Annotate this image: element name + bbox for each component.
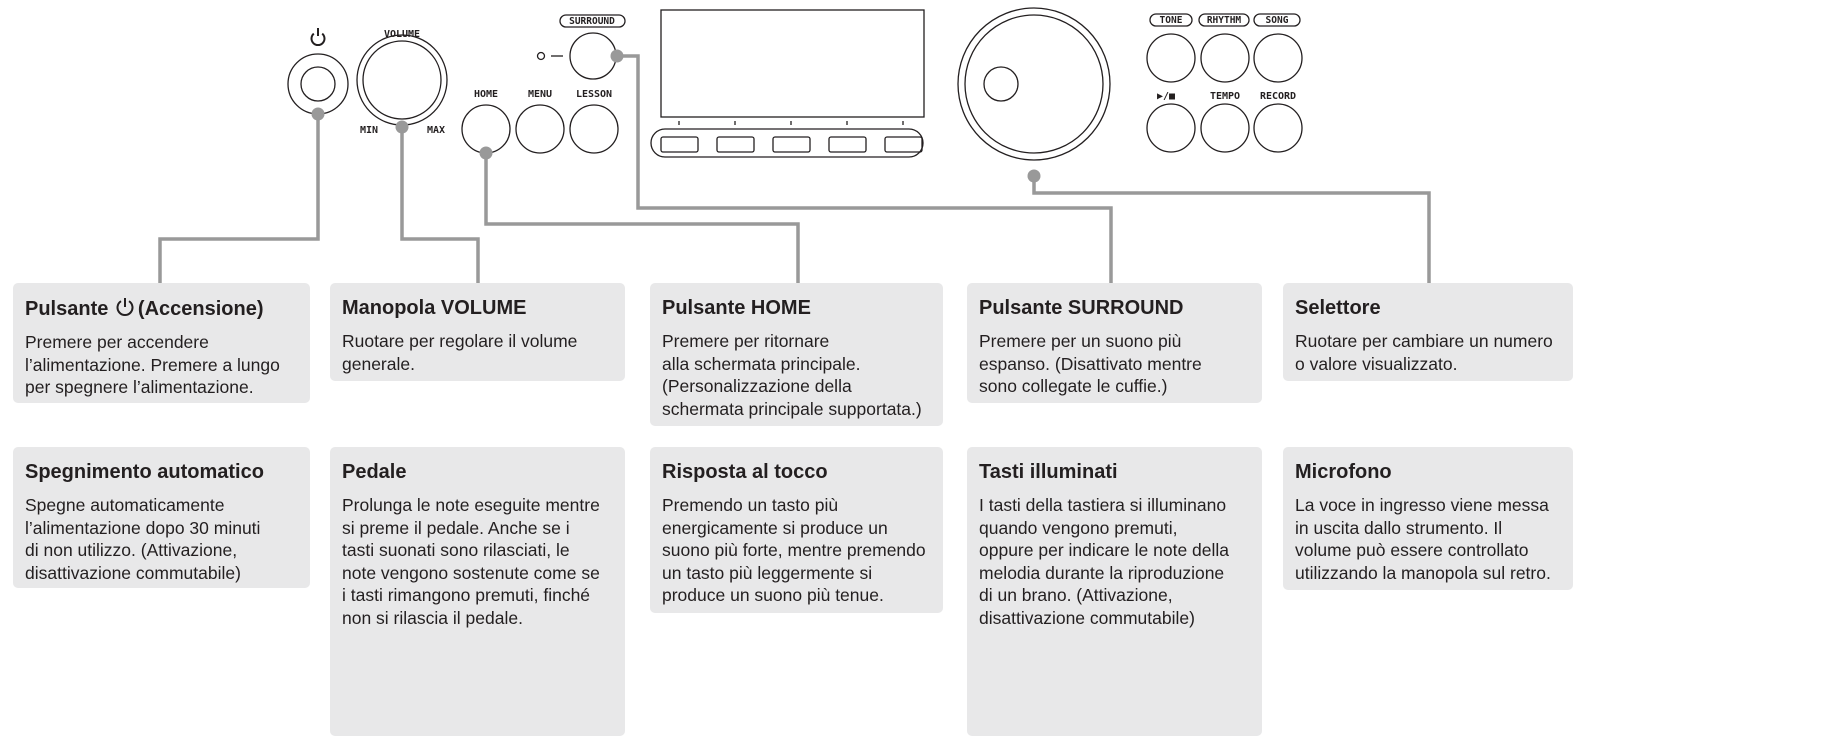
- tone-label: TONE: [1160, 15, 1183, 26]
- callout-dot-volume: [395, 120, 409, 134]
- power-icon: [310, 28, 326, 46]
- control-panel: VOLUME MIN MAX SURROUND HOME MENU LESSON…: [158, 7, 1431, 283]
- card-text: Spegne automaticamente l’alimentazione d…: [25, 495, 261, 583]
- card-text: Ruotare per cambiare un numero o valore …: [1295, 331, 1553, 374]
- callout-dot-home: [479, 146, 493, 160]
- home-button[interactable]: [461, 104, 511, 154]
- card-volume-knob: Manopola VOLUME Ruotare per regolare il …: [330, 283, 625, 381]
- function-button-3[interactable]: [772, 136, 811, 153]
- card-text: Premendo un tasto più energicamente si p…: [662, 495, 926, 606]
- play-stop-button[interactable]: [1146, 103, 1196, 153]
- callout-dot-dial: [1027, 169, 1041, 183]
- tone-button[interactable]: [1146, 33, 1196, 83]
- lesson-label: LESSON: [576, 89, 612, 100]
- power-button[interactable]: [287, 53, 349, 115]
- volume-label: VOLUME: [384, 29, 420, 40]
- card-text: Premere per un suono più espanso. (Disat…: [979, 331, 1202, 397]
- volume-knob[interactable]: [356, 34, 448, 126]
- card-title: Microfono: [1295, 461, 1392, 483]
- play-stop-label: ▶/■: [1157, 91, 1175, 102]
- home-label: HOME: [474, 89, 498, 100]
- surround-indicator-led: [536, 51, 546, 61]
- callout-line-dial: [1032, 176, 1431, 283]
- card-text: La voce in ingresso viene messa in uscit…: [1295, 495, 1551, 583]
- callout-line-home: [484, 153, 800, 283]
- surround-label: SURROUND: [569, 16, 615, 27]
- callout-line-surround: [617, 54, 1113, 283]
- function-button-2[interactable]: [716, 136, 755, 153]
- function-button-1[interactable]: [660, 136, 699, 153]
- callout-dot-power: [311, 107, 325, 121]
- dial-finger-dimple: [983, 66, 1019, 102]
- card-text: Premere per ritornare alla schermata pri…: [662, 331, 922, 419]
- card-microphone: Microfono La voce in ingresso viene mess…: [1283, 447, 1573, 590]
- card-title: Tasti illuminati: [979, 461, 1118, 483]
- surround-button[interactable]: [569, 32, 617, 80]
- card-surround-button: Pulsante SURROUND Premere per un suono p…: [967, 283, 1262, 403]
- function-button-5[interactable]: [884, 136, 923, 153]
- card-touch-response: Risposta al tocco Premendo un tasto più …: [650, 447, 943, 613]
- song-label: SONG: [1266, 15, 1289, 26]
- card-title: Spegnimento automatico: [25, 461, 264, 483]
- volume-max-label: MAX: [427, 125, 445, 136]
- rhythm-label: RHYTHM: [1207, 15, 1242, 26]
- card-title: Risposta al tocco: [662, 461, 828, 483]
- lesson-button[interactable]: [569, 104, 619, 154]
- card-text: Premere per accendere l’alimentazione. P…: [25, 332, 280, 398]
- card-title: Pulsante (Accensione): [25, 298, 264, 320]
- callout-dot-surround: [610, 49, 624, 63]
- card-text: I tasti della tastiera si illuminano qua…: [979, 495, 1230, 628]
- function-button-4[interactable]: [828, 136, 867, 153]
- record-label: RECORD: [1260, 91, 1296, 102]
- dial-selector[interactable]: [957, 7, 1111, 161]
- rhythm-button[interactable]: [1200, 33, 1250, 83]
- display-screen: [660, 9, 925, 118]
- card-text: Ruotare per regolare il volume generale.: [342, 331, 578, 374]
- card-lighted-keys: Tasti illuminati I tasti della tastiera …: [967, 447, 1262, 736]
- callout-line-volume: [400, 127, 480, 283]
- card-home-button: Pulsante HOME Premere per ritornare alla…: [650, 283, 943, 426]
- power-icon: [116, 298, 134, 316]
- card-power-button: Pulsante (Accensione) Premere per accend…: [13, 283, 310, 403]
- card-pedal: Pedale Prolunga le note eseguite mentre …: [330, 447, 625, 736]
- record-button[interactable]: [1253, 103, 1303, 153]
- menu-button[interactable]: [515, 104, 565, 154]
- tempo-label: TEMPO: [1210, 91, 1240, 102]
- card-auto-power-off: Spegnimento automatico Spegne automatica…: [13, 447, 310, 588]
- card-title: Pedale: [342, 461, 407, 483]
- card-title: Pulsante HOME: [662, 297, 811, 319]
- card-title: Manopola VOLUME: [342, 297, 527, 319]
- volume-min-label: MIN: [360, 125, 378, 136]
- song-button[interactable]: [1253, 33, 1303, 83]
- card-title: Pulsante SURROUND: [979, 297, 1184, 319]
- card-text: Prolunga le note eseguite mentre si prem…: [342, 495, 600, 628]
- card-dial-selector: Selettore Ruotare per cambiare un numero…: [1283, 283, 1573, 381]
- menu-label: MENU: [528, 89, 552, 100]
- tempo-button[interactable]: [1200, 103, 1250, 153]
- function-button-strip: [650, 121, 924, 158]
- card-title: Selettore: [1295, 297, 1381, 319]
- callout-line-power: [158, 114, 320, 283]
